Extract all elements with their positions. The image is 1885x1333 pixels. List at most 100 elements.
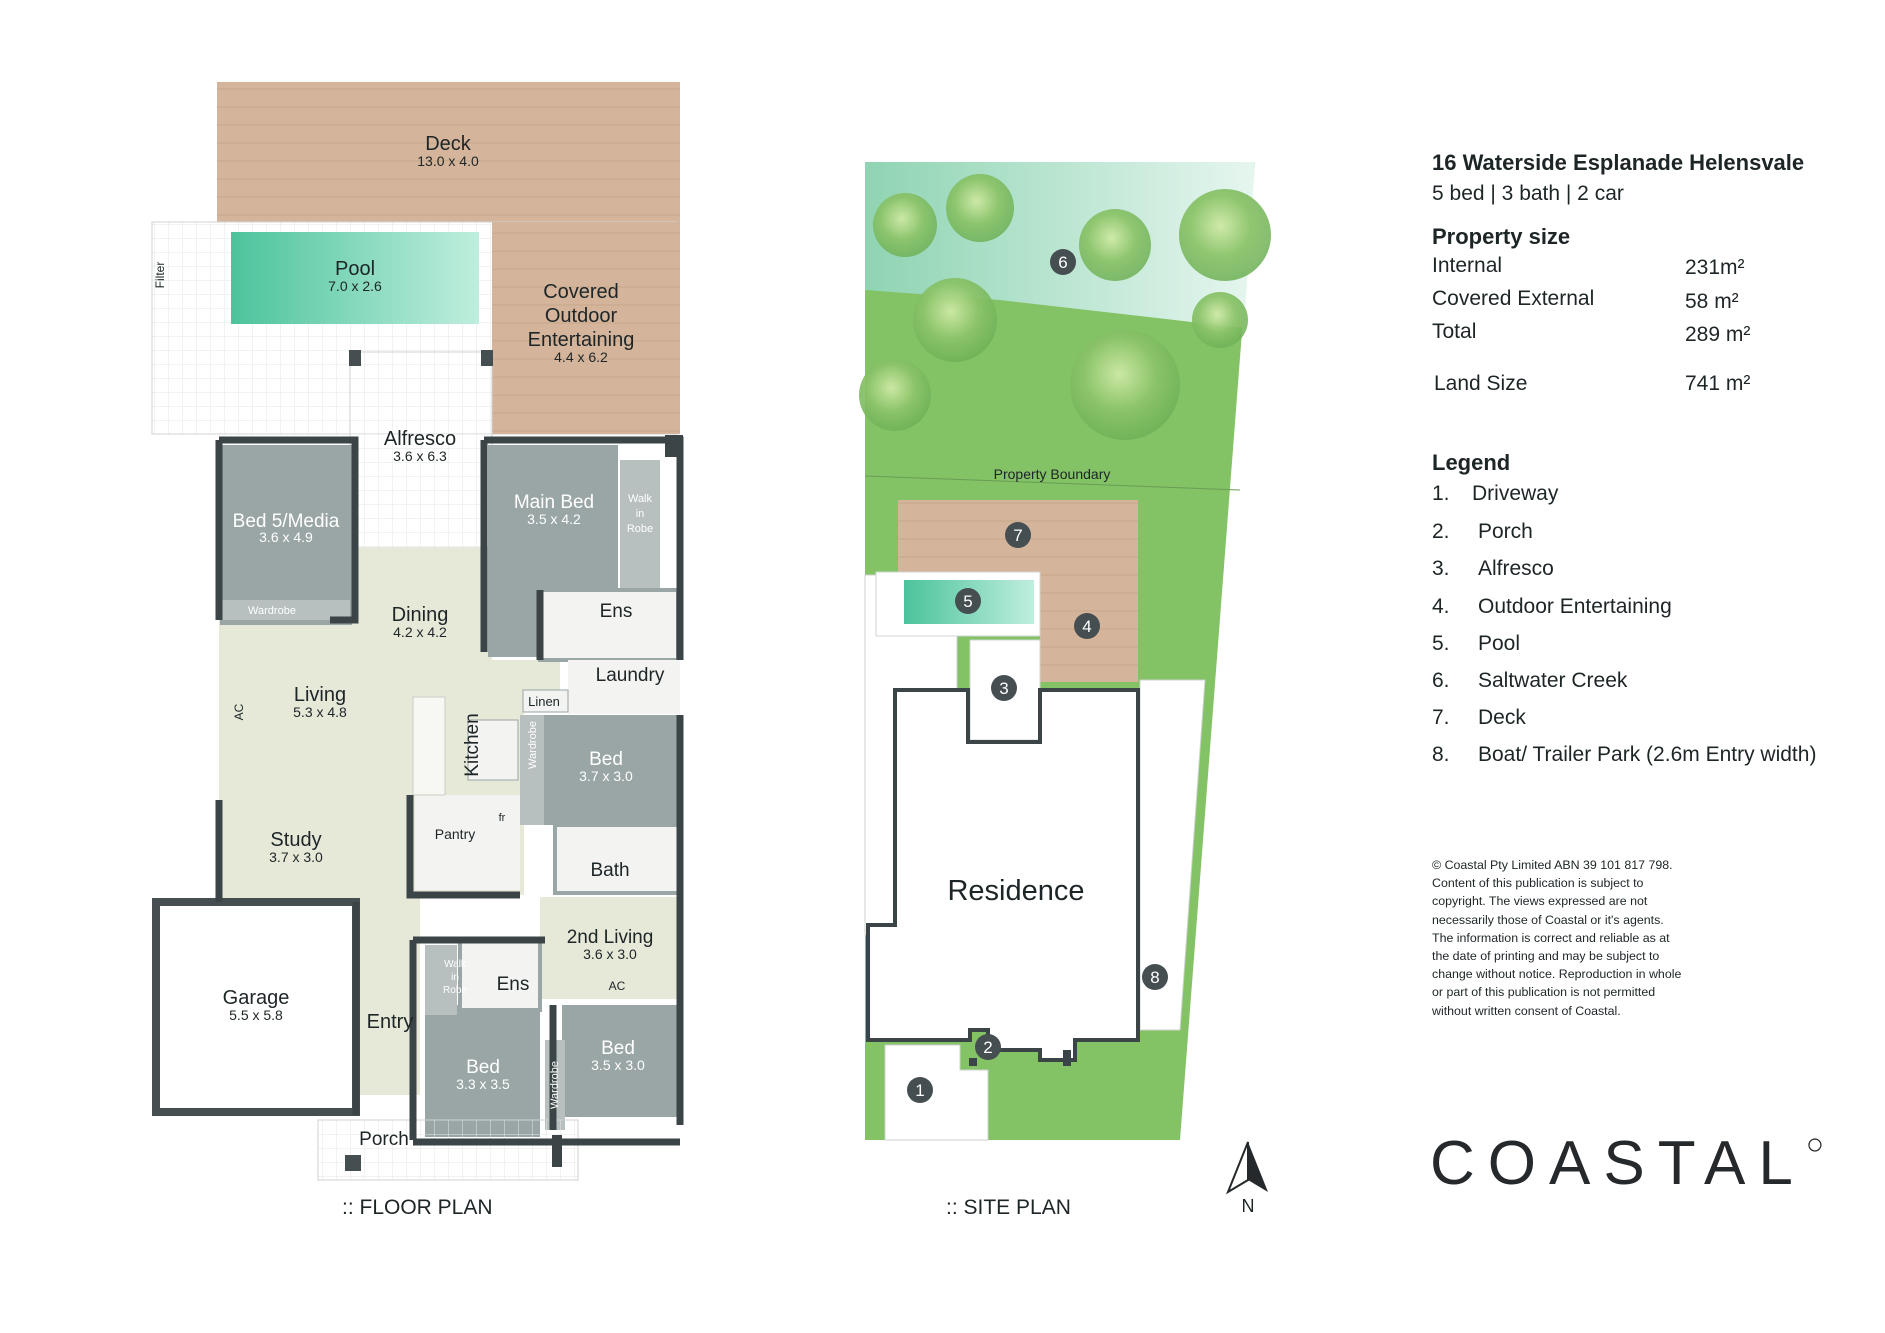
covered-label-2: Outdoor <box>545 305 618 327</box>
porch-label: Porch <box>359 1129 409 1150</box>
deck-area <box>217 82 680 222</box>
legend-label-1: Driveway <box>1472 482 1559 505</box>
walls <box>215 436 684 1146</box>
walk-in-robe-2: in <box>636 508 645 520</box>
legend-num-3: 3. <box>1432 557 1450 580</box>
marker-3: 3 <box>991 675 1017 701</box>
wardrobe-label-bed-a: Wardrobe <box>527 721 539 769</box>
bed5-room <box>220 445 352 625</box>
size-value-covered: 58 m² <box>1685 290 1739 313</box>
walk-in-robe-3: Robe <box>627 523 653 535</box>
logo-degree-icon: ○ <box>1805 1128 1824 1161</box>
floor-plan: Deck 13.0 x 4.0 Filter Pool 7.0 x 2.6 Co… <box>151 82 684 1181</box>
study-dims: 3.7 x 3.0 <box>269 849 323 865</box>
bed-a-label: Bed <box>589 749 623 770</box>
svg-text:8: 8 <box>1150 968 1159 987</box>
size-value-land: 741 m² <box>1685 372 1751 395</box>
pantry-label: Pantry <box>435 826 475 842</box>
site-plan-caption: :: SITE PLAN <box>946 1196 1071 1219</box>
entry-label: Entry <box>367 1011 414 1033</box>
laundry-room <box>568 660 680 714</box>
garage-label: Garage <box>223 987 290 1009</box>
second-living-label: 2nd Living <box>567 927 654 948</box>
legend-num-6: 6. <box>1432 669 1450 692</box>
trees <box>859 174 1271 440</box>
svg-text:6: 6 <box>1058 253 1067 272</box>
logo-text: COASTAL <box>1430 1129 1806 1198</box>
size-label-land: Land Size <box>1434 372 1528 395</box>
alfresco-label: Alfresco <box>384 428 456 450</box>
legend-label-2: Porch <box>1478 520 1533 543</box>
size-label-internal: Internal <box>1432 254 1503 277</box>
svg-text:4: 4 <box>1082 617 1091 636</box>
north-arrow-icon <box>1225 1141 1268 1195</box>
pantry-room <box>415 795 520 890</box>
pool-dims: 7.0 x 2.6 <box>328 278 382 294</box>
size-label-total: Total <box>1432 320 1477 343</box>
study-label: Study <box>270 829 321 851</box>
svg-text:7: 7 <box>1013 526 1022 545</box>
marker-7: 7 <box>1005 522 1031 548</box>
bed-a-dims: 3.7 x 3.0 <box>579 768 633 784</box>
walk-in-robe-1: Walk <box>628 493 653 505</box>
wardrobe-label-bed5: Wardrobe <box>248 605 296 617</box>
ens-lower-label: Ens <box>497 974 530 995</box>
legend-num-5: 5. <box>1432 632 1450 655</box>
living-label: Living <box>294 684 346 706</box>
covered-dims: 4.4 x 6.2 <box>554 349 608 365</box>
kitchen-bench <box>412 696 446 796</box>
marker-5: 5 <box>955 588 981 614</box>
walk-in-robe-lower-1: Walk <box>444 959 467 970</box>
bed-c-label: Bed <box>601 1038 635 1059</box>
second-living-dims: 3.6 x 3.0 <box>583 946 637 962</box>
site-markers: 1 2 3 4 5 6 7 8 <box>907 249 1168 1103</box>
size-label-covered: Covered External <box>1432 287 1595 310</box>
legend-heading: Legend <box>1432 450 1511 475</box>
bed-a-room <box>520 715 680 825</box>
dining-dims: 4.2 x 4.2 <box>393 624 447 640</box>
covered-outdoor-area <box>492 222 680 434</box>
legend-label-3: Alfresco <box>1478 557 1554 580</box>
property-address: 16 Waterside Esplanade Helensvale <box>1432 150 1805 175</box>
fr-label: fr <box>499 812 506 824</box>
legend-label-5: Pool <box>1478 632 1521 655</box>
residence-label: Residence <box>947 875 1084 907</box>
porch-area <box>317 1119 579 1181</box>
covered-label-1: Covered <box>543 281 619 303</box>
filter-label: Filter <box>153 262 167 289</box>
legend-label-8: Boat/ Trailer Park (2.6m Entry width) <box>1478 743 1817 766</box>
marker-8: 8 <box>1142 964 1168 990</box>
marker-6: 6 <box>1050 249 1076 275</box>
alfresco-dims: 3.6 x 6.3 <box>393 448 447 464</box>
svg-text:5: 5 <box>963 592 972 611</box>
linen-label: Linen <box>528 694 560 709</box>
main-bed-label: Main Bed <box>514 492 594 513</box>
site-plan: Property Boundary Residence 1 2 3 4 5 6 … <box>859 162 1271 1216</box>
bed-c-room <box>562 1005 680 1117</box>
bed-b-room <box>425 1005 540 1137</box>
size-value-total: 289 m² <box>1685 323 1751 346</box>
bed-b-label: Bed <box>466 1057 500 1078</box>
kitchen-label: Kitchen <box>462 713 483 776</box>
copyright-notice: © Coastal Pty Limited ABN 39 101 817 798… <box>1432 858 1682 1018</box>
size-value-internal: 231m² <box>1685 256 1745 279</box>
bath-room <box>553 823 682 895</box>
marker-1: 1 <box>907 1077 933 1103</box>
walk-in-robe-lower-3: Robe <box>443 985 467 996</box>
ens-top-label: Ens <box>600 601 633 622</box>
marker-2: 2 <box>975 1034 1001 1060</box>
deck-label: Deck <box>425 133 472 155</box>
legend-label-4: Outdoor Entertaining <box>1478 595 1672 618</box>
marker-4: 4 <box>1074 613 1100 639</box>
svg-text:2: 2 <box>983 1038 992 1057</box>
pool-label: Pool <box>335 258 375 280</box>
floor-plan-caption: :: FLOOR PLAN <box>342 1196 493 1219</box>
study-room <box>222 800 410 900</box>
legend-num-8: 8. <box>1432 743 1450 766</box>
site-driveway <box>884 1044 989 1141</box>
ac-label-2nd-living: AC <box>609 979 626 993</box>
property-size-heading: Property size <box>1432 224 1571 249</box>
bed5-label: Bed 5/Media <box>233 511 340 532</box>
wardrobe-label-bed-b: Wardrobe <box>549 1061 561 1109</box>
